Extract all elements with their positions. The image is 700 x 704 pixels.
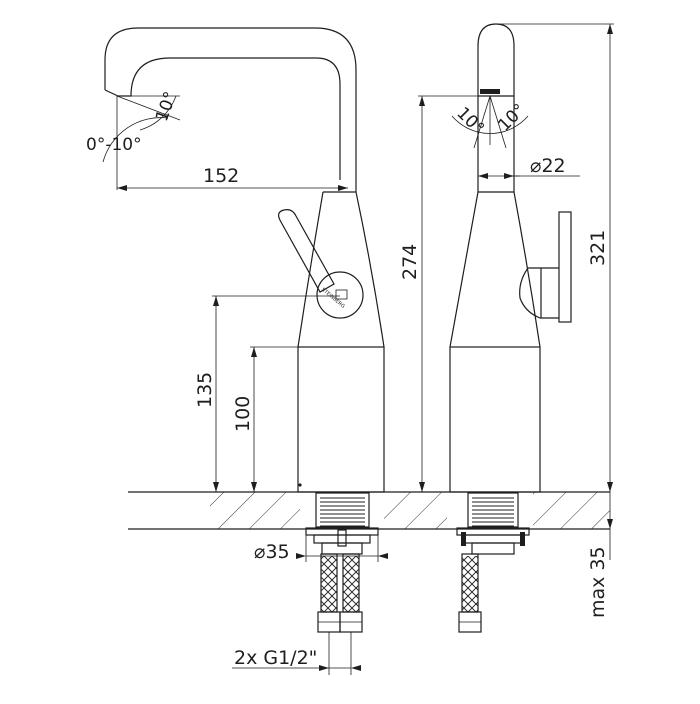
swing-left-angle: 10°: [452, 103, 487, 138]
hole-diameter-dimension: ⌀35: [254, 541, 290, 563]
front-view-dimensions: 0°-10° 10° 152 135 100 ⌀35 2x G1/2": [86, 89, 388, 675]
side-view-faucet: [449, 23, 572, 633]
base-height-dimension: 100: [232, 396, 254, 432]
max-deck-thickness-dimension: max 35: [587, 546, 609, 618]
side-view-dimensions: 10° 10° ⌀22 274 321 max 35: [399, 23, 614, 618]
swing-right-angle: 10°: [494, 100, 529, 135]
reach-dimension: 152: [203, 165, 239, 187]
spout-angle-label: 0°-10°: [86, 135, 142, 155]
front-view-faucet: STEINBERG: [104, 27, 385, 633]
total-height-dimension: 321: [587, 230, 609, 266]
lever-height-dimension: 135: [194, 372, 216, 408]
spout-diameter-dimension: ⌀22: [530, 155, 566, 177]
connection-size-label: 2x G1/2": [234, 647, 317, 669]
outlet-height-dimension: 274: [399, 244, 421, 280]
